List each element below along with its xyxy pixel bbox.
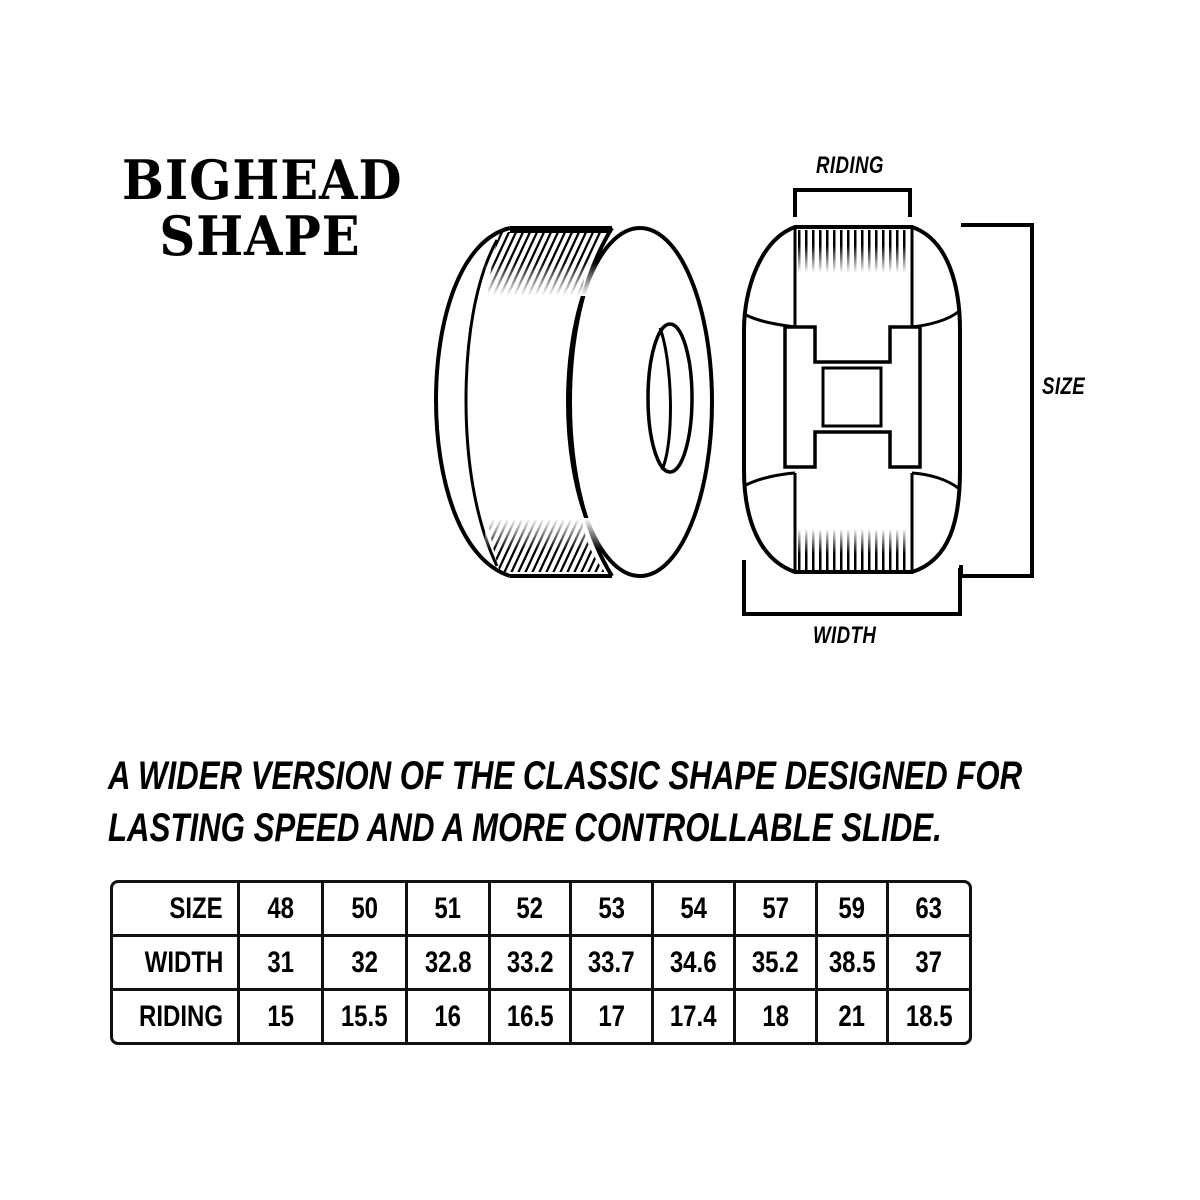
description-line-1: A WIDER VERSION OF THE CLASSIC SHAPE DES… xyxy=(108,754,1023,798)
size-label: SIZE xyxy=(1042,373,1086,400)
table-cell: 52 xyxy=(491,883,572,937)
size-bracket xyxy=(959,223,1034,578)
table-cell: 63 xyxy=(889,883,969,937)
wheel-perspective-icon xyxy=(433,226,714,578)
table-cell: 31 xyxy=(240,937,324,991)
table-cell: 59 xyxy=(818,883,889,937)
table-cell: 54 xyxy=(654,883,736,937)
table-cell: 38.5 xyxy=(818,937,889,991)
profile-tread-hatch xyxy=(797,230,910,570)
table-cell: 16 xyxy=(408,991,491,1042)
table-cell: 21 xyxy=(818,991,889,1042)
riding-bracket xyxy=(793,188,912,217)
table-row-size: SIZE 48 50 51 52 53 54 57 59 63 xyxy=(113,883,969,937)
spec-table: SIZE 48 50 51 52 53 54 57 59 63 WIDTH 31… xyxy=(110,880,972,1045)
table-row-width: WIDTH 31 32 32.8 33.2 33.7 34.6 35.2 38.… xyxy=(113,937,969,991)
description: A WIDER VERSION OF THE CLASSIC SHAPE DES… xyxy=(108,750,1023,854)
table-cell: 57 xyxy=(736,883,818,937)
table-cell: 53 xyxy=(572,883,654,937)
table-cell: 33.7 xyxy=(572,937,654,991)
width-bracket xyxy=(742,560,962,616)
table-cell: 17.4 xyxy=(654,991,736,1042)
table-cell: 50 xyxy=(324,883,408,937)
description-line-2: LASTING SPEED AND A MORE CONTROLLABLE SL… xyxy=(108,806,942,850)
table-cell: 16.5 xyxy=(491,991,572,1042)
table-cell: 15 xyxy=(240,991,324,1042)
table-cell: 15.5 xyxy=(324,991,408,1042)
riding-label: RIDING xyxy=(816,152,884,179)
width-label: WIDTH xyxy=(813,622,877,649)
table-cell: 17 xyxy=(572,991,654,1042)
wheel-tread-hatch xyxy=(485,227,610,572)
table-cell: 32.8 xyxy=(408,937,491,991)
wheel-profile-icon xyxy=(742,225,962,574)
title-line-2: SHAPE xyxy=(159,204,361,268)
row-header: WIDTH xyxy=(113,937,240,991)
table-cell: 33.2 xyxy=(491,937,572,991)
wheel-diagram xyxy=(433,188,1034,616)
table-cell: 51 xyxy=(408,883,491,937)
table-cell: 37 xyxy=(889,937,969,991)
page-title: BIGHEAD SHAPE xyxy=(122,148,403,268)
table-cell: 34.6 xyxy=(654,937,736,991)
table-cell: 18.5 xyxy=(905,999,953,1033)
table-cell: 18 xyxy=(736,991,818,1042)
table-row-riding: RIDING 15 15.5 16 16.5 17 17.4 18 21 18.… xyxy=(113,991,969,1042)
row-header: RIDING xyxy=(113,991,240,1042)
table-cell: 35.2 xyxy=(736,937,818,991)
title-line-1: BIGHEAD xyxy=(122,148,403,212)
table-cell: 32 xyxy=(324,937,408,991)
table-cell: 48 xyxy=(240,883,324,937)
row-header: SIZE xyxy=(113,883,240,937)
